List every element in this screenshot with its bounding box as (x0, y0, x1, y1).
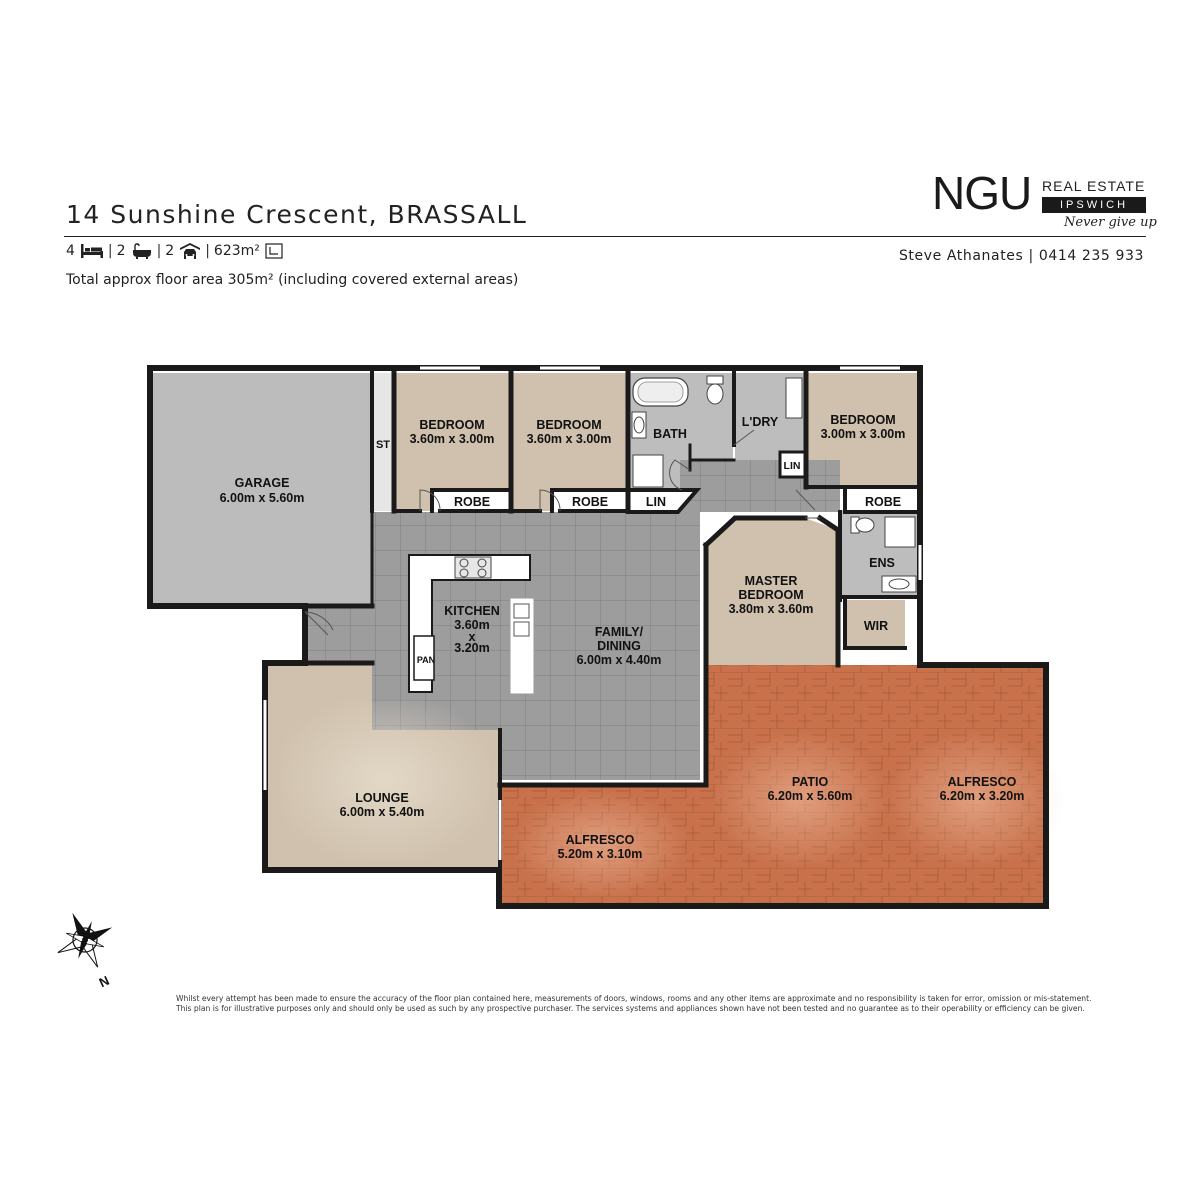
cooktop-icon (454, 556, 492, 579)
spec-separator: | (156, 243, 162, 259)
robe-2-label: ROBE (572, 495, 608, 509)
st-label: ST (376, 439, 390, 451)
linen-2-floor (780, 452, 805, 477)
disclaimer-line-2: This plan is for illustrative purposes o… (176, 1004, 1085, 1013)
car-icon (180, 243, 201, 259)
robe-2-floor (552, 490, 627, 512)
kitchen-size-1: 3.60m (454, 618, 489, 632)
brand-real-estate: REAL ESTATE (1042, 178, 1146, 194)
storage-floor (372, 373, 393, 511)
kitchen-label: KITCHEN (444, 604, 500, 618)
compass-north-label: N (97, 973, 112, 991)
bedroom-2-label: BEDROOM (536, 418, 601, 432)
spec-separator: | (107, 243, 113, 259)
sink-icon (513, 603, 530, 637)
disclaimer: Whilst every attempt has been made to en… (176, 994, 1092, 1014)
brand-tagline: Never give up (1064, 215, 1157, 230)
wir-label: WIR (864, 619, 888, 633)
garage-size: 6.00m x 5.60m (220, 491, 305, 505)
linen-1-label: LIN (646, 495, 666, 509)
spec-separator: | (205, 243, 210, 259)
land-icon (265, 243, 283, 259)
ensuite-label: ENS (869, 556, 895, 570)
bathtub-icon (632, 377, 689, 407)
bedroom-3-label: BEDROOM (830, 413, 895, 427)
bath-count: 2 (116, 243, 126, 259)
pantry-label: PAN (417, 655, 435, 665)
car-count: 2 (165, 243, 175, 259)
toilet-icon (706, 375, 875, 534)
lounge-label: LOUNGE (355, 791, 408, 805)
family-label-1: FAMILY/ (595, 625, 644, 639)
brand-location: IPSWICH (1042, 197, 1146, 213)
pantry (413, 635, 435, 681)
patio-label: PATIO (792, 775, 829, 789)
bath-icon (132, 243, 151, 259)
walls (147, 365, 1049, 909)
property-address: 14 Sunshine Crescent, BRASSALL (66, 200, 528, 229)
door-swings (304, 429, 820, 636)
bath-label: BATH (653, 427, 687, 441)
shower-icon (632, 454, 916, 548)
land-size: 623m² (213, 243, 260, 259)
alfresco-1-label: ALFRESCO (948, 775, 1017, 789)
brand-logo: NGU (932, 167, 1032, 219)
master-label-2: BEDROOM (738, 588, 803, 602)
bedroom-1-label: BEDROOM (419, 418, 484, 432)
entry-floor (305, 605, 372, 665)
lounge-glow (280, 700, 490, 860)
robe-1-floor (432, 490, 510, 512)
robe-3-label: ROBE (865, 495, 901, 509)
linen-1-floor (629, 490, 697, 512)
agent-contact: Steve Athanates | 0414 235 933 (898, 248, 1144, 264)
alfresco-2-label: ALFRESCO (566, 833, 635, 847)
bedroom-1-size: 3.60m x 3.00m (410, 432, 495, 446)
alfresco-1-size: 6.20m x 3.20m (940, 789, 1025, 803)
header-divider (64, 236, 1146, 237)
patio-size: 6.20m x 5.60m (768, 789, 853, 803)
lounge-size: 6.00m x 5.40m (340, 805, 425, 819)
bedroom-2-size: 3.60m x 3.00m (527, 432, 612, 446)
garage-floor (150, 373, 372, 605)
property-specs: 4 | 2 | 2 | 623m² (66, 243, 283, 259)
family-size: 6.00m x 4.40m (577, 653, 662, 667)
basin-icon (631, 377, 917, 593)
bed-icon (80, 244, 103, 258)
bedroom-3-size: 3.00m x 3.00m (821, 427, 906, 441)
kitchen-size-2: 3.20m (454, 641, 489, 655)
deck-glow-1 (710, 730, 890, 870)
garage-label: GARAGE (235, 476, 290, 490)
windows (263, 366, 922, 860)
wir-floor (845, 600, 905, 648)
deck-glow-2 (885, 730, 1065, 870)
robe-1-label: ROBE (454, 495, 490, 509)
laundry-label: L'DRY (742, 415, 779, 429)
kitchen-size-x: x (469, 630, 476, 644)
bed-count: 4 (66, 243, 75, 259)
master-floor (706, 518, 838, 665)
compass-icon (57, 912, 113, 968)
linen-2-label: LIN (784, 460, 801, 472)
master-label-1: MASTER (745, 574, 798, 588)
alfresco-2-size: 5.20m x 3.10m (558, 847, 643, 861)
robe-3-floor (845, 490, 920, 512)
deck-glow-3 (510, 790, 690, 900)
floor-area-text: Total approx floor area 305m² (including… (66, 272, 519, 288)
master-size: 3.80m x 3.60m (729, 602, 814, 616)
disclaimer-line-1: Whilst every attempt has been made to en… (176, 994, 1092, 1003)
family-label-2: DINING (597, 639, 641, 653)
